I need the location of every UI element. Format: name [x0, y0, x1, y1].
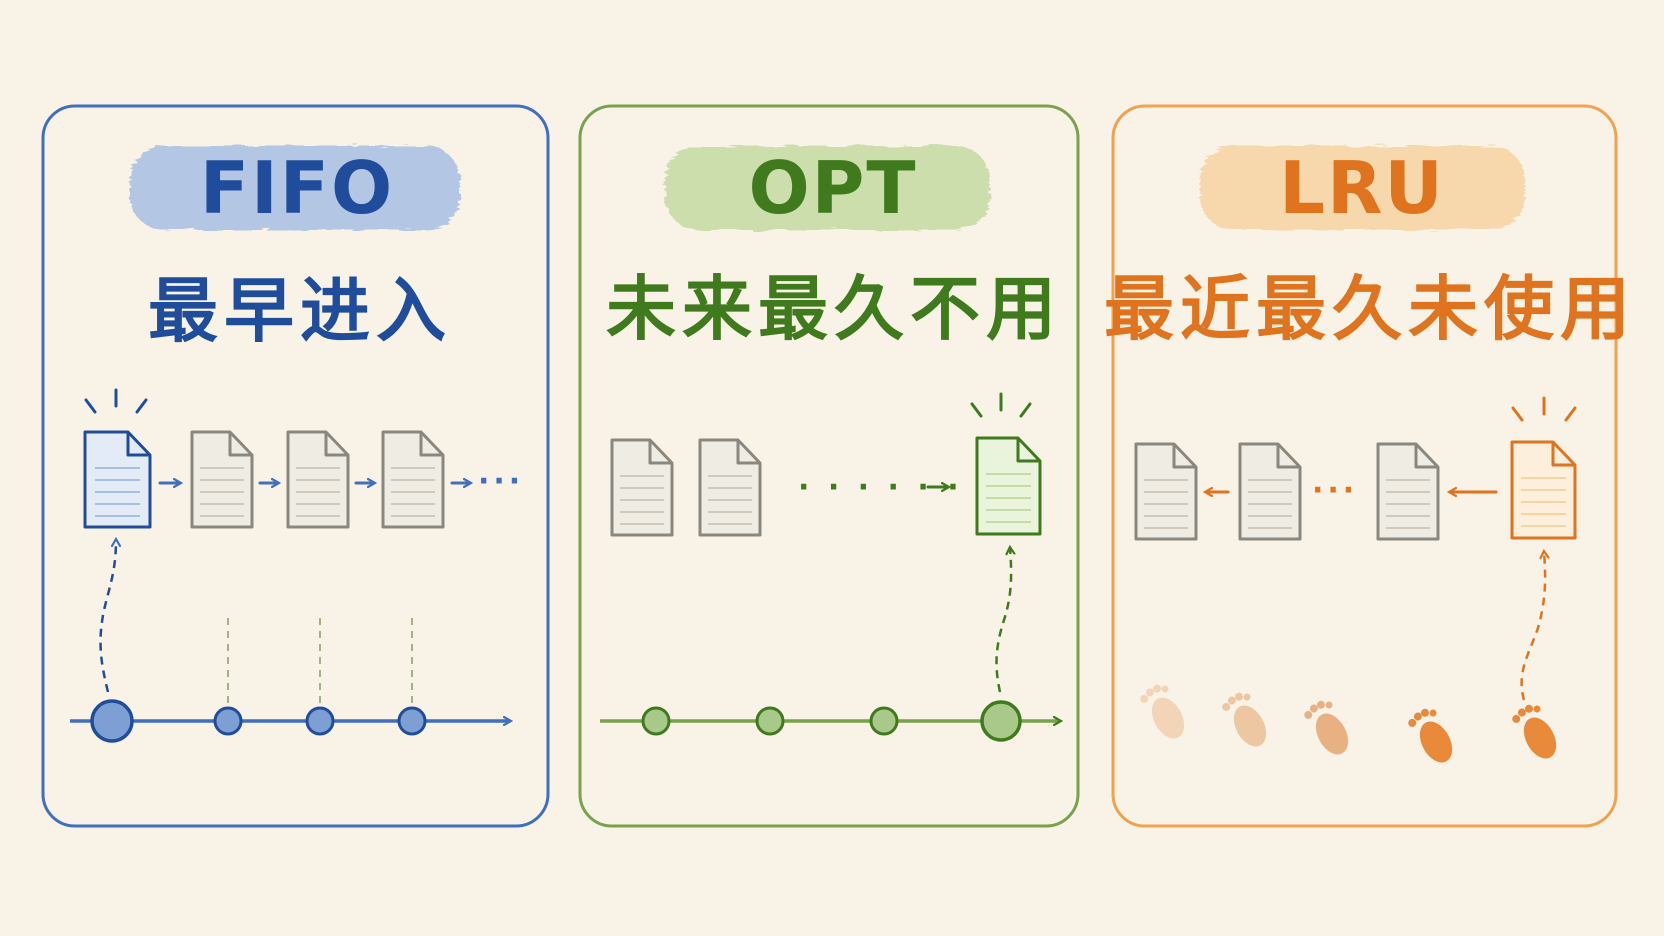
opt-timeline-node: [641, 706, 671, 736]
lru-title-highlight: [1200, 146, 1525, 230]
opt-timeline-node: [869, 706, 899, 736]
footprint-icon: [1304, 700, 1349, 755]
fifo-subtitle: 最早进入: [148, 270, 452, 352]
opt-page-icon: [698, 438, 762, 537]
fifo-guide-lines: [227, 618, 413, 705]
fifo-timeline-node: [213, 706, 243, 736]
lru-title: LRU: [1279, 146, 1445, 230]
panel-opt-frame: [578, 104, 1080, 828]
footprint-icon: [1512, 704, 1557, 759]
fifo-timeline-node: [305, 706, 335, 736]
fifo-page-icon: [286, 430, 350, 529]
lru-continuation-dots: ···: [1312, 473, 1358, 508]
panel-opt: OPT 未来最久不用 · · · · · ·: [578, 104, 1080, 828]
fifo-dashed-link: [99, 540, 116, 693]
panel-fifo-frame: [41, 104, 550, 828]
opt-page-icon: [610, 438, 674, 537]
lru-page-icon: [1376, 442, 1440, 541]
lru-sparkle-icon: [1511, 396, 1577, 422]
fifo-page-icon: [381, 430, 445, 529]
opt-timeline-node-last: [980, 700, 1022, 742]
fifo-title-highlight: [130, 146, 460, 230]
lru-page-icon: [1134, 442, 1198, 541]
panel-lru: LRU 最近最久未使用 ···: [1104, 104, 1636, 828]
lru-page-icon: [1238, 442, 1302, 541]
panel-fifo: FIFO 最早进入: [41, 104, 550, 828]
panel-lru-frame: [1111, 104, 1618, 828]
opt-page-icon-highlight: [975, 436, 1042, 536]
fifo-title: FIFO: [200, 146, 394, 230]
opt-timeline-node: [755, 706, 785, 736]
fifo-timeline-node-first: [90, 699, 134, 743]
fifo-continuation-dots: ···: [478, 464, 524, 499]
footprint-icon: [1222, 692, 1267, 747]
lru-page-icon-highlight: [1510, 440, 1577, 540]
opt-subtitle: 未来最久不用: [606, 268, 1062, 350]
fifo-page-icon-highlight: [83, 430, 152, 529]
opt-title-highlight: [665, 146, 990, 230]
opt-title: OPT: [748, 146, 917, 230]
lru-subtitle: 最近最久未使用: [1104, 268, 1636, 350]
footprint-icon: [1140, 684, 1185, 739]
fifo-timeline-node: [397, 706, 427, 736]
footprint-icon: [1408, 708, 1453, 763]
opt-dashed-link: [995, 548, 1012, 693]
fifo-page-icon: [190, 430, 254, 529]
fifo-sparkle-icon: [84, 388, 148, 414]
opt-sparkle-icon: [970, 392, 1032, 418]
lru-dashed-link: [1520, 552, 1545, 701]
